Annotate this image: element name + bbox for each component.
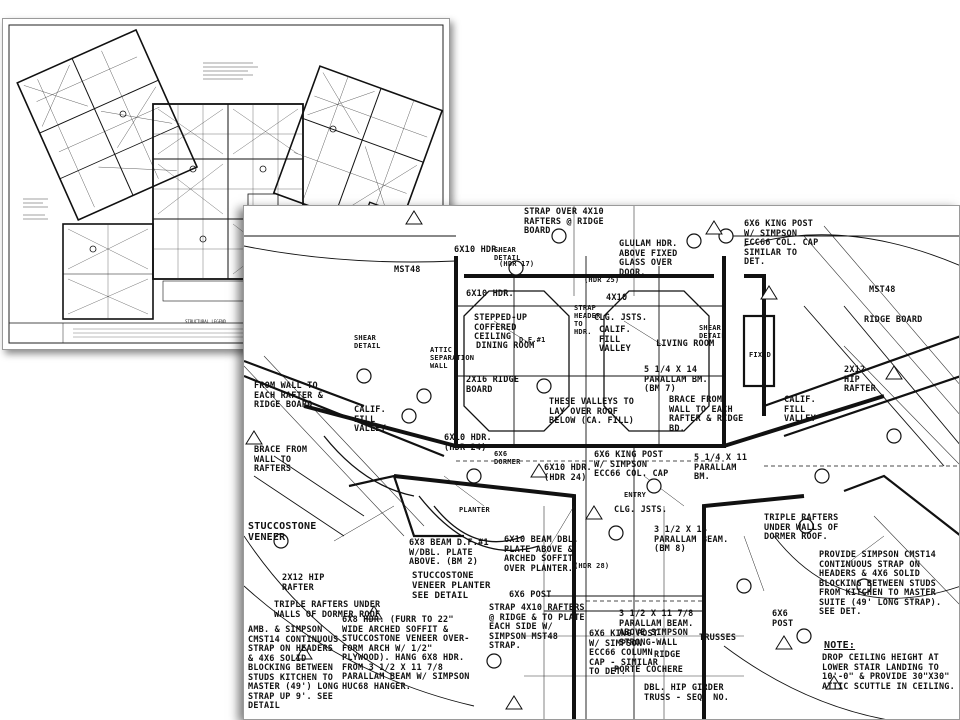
note-stuccostone-veneer-left: STUCCOSTONE VENEER <box>248 521 317 543</box>
note-6x6-dormer: 6x6 DORMER <box>494 450 521 466</box>
note-shear-detail-3: SHEAR DETAIL <box>354 334 381 350</box>
note-cmst14-strap-right: PROVIDE SIMPSON CMST14 CONTINUOUS STRAP … <box>819 550 942 617</box>
note-attic-separation: ATTIC SEPARATION WALL <box>430 346 475 370</box>
note-6x6-post: 6x6 POST <box>509 590 552 600</box>
note-stuccostone-planter: STUCCOSTONE VENEER PLANTER SEE DETAIL <box>412 571 491 601</box>
note-strap-4x10: STRAP 4x10 RAFTERS @ RIDGE & TO PLATE EA… <box>489 603 585 651</box>
note-ridge-board-right: RIDGE BOARD <box>864 315 923 325</box>
structural-legend-label: STRUCTURAL LEGEND <box>185 319 226 324</box>
note-calif-fill-left: CALIF. FILL VALLEY <box>354 405 386 434</box>
note-calif-fill-valley: CALIF. FILL VALLEY <box>599 325 631 354</box>
note-shear-detail-1: SHEAR DETAIL <box>494 246 521 262</box>
note-calif-fill-right: CALIF. FILL VALLEY <box>784 395 816 424</box>
note-glulam-hdr: GLULAM HDR. ABOVE FIXED GLASS OVER DOOR. <box>619 239 678 278</box>
note-clg-jsts: CLG. JSTS. <box>594 313 648 323</box>
note-parallam-bm7: 5 1/4 x 14 PARALLAM BM. (BM 7) <box>644 365 708 394</box>
note-triple-rafters-right: TRIPLE RAFTERS UNDER WALLS OF DORMER ROO… <box>764 513 839 542</box>
note-parallam-strongwall: 3 1/2 x 11 7/8 PARALLAM BEAM. ABOVE SIMP… <box>619 609 694 648</box>
framing-detail-sheet: 6x10 HDR. STEPPED-UP COFFERED CEILING DI… <box>243 205 960 720</box>
note-entry: ENTRY <box>624 491 647 499</box>
note-coffered-ceiling: STEPPED-UP COFFERED CEILING <box>474 313 528 342</box>
note-hip-rafter-left: 2x12 HIP RAFTER <box>282 573 325 593</box>
note-brace-rafters-left: BRACE FROM WALL TO RAFTERS <box>254 445 308 474</box>
note-valleys-over-roof: THESE VALLEYS TO LAY OVER ROOF BELOW (CA… <box>549 397 635 426</box>
note-dining-room: DINING ROOM <box>476 341 535 351</box>
note-parallam-5x11: 5 1/4 x 11 PARALLAM BM. <box>694 453 748 482</box>
framing-detail-drawing <box>244 206 959 719</box>
note-6x8-hdr-arched: 6x8 HDR. (FURR TO 22" WIDE ARCHED SOFFIT… <box>342 615 470 692</box>
note-triple-rafters-left: TRIPLE RAFTERS UNDER WALLS OF DORMER ROO… <box>274 600 381 620</box>
note-header-1: 6x10 HDR. <box>466 289 514 299</box>
note-trusses: TRUSSES <box>699 633 737 643</box>
overall-plan-sheet: STRUCTURAL LEGEND 2 <box>2 18 450 350</box>
note-6x10-beam: 6x10 BEAM DBL. PLATE ABOVE & ARCHED SOFF… <box>504 535 579 574</box>
note-6x10-hdr-24-left: 6x10 HDR. (HDR 24) <box>444 433 492 453</box>
note-king-post-top-right: 6x6 KING POST W/ SIMPSON ECC66 COL. CAP … <box>744 219 819 267</box>
note-planter: PLANTER <box>459 506 490 514</box>
note-header-top: 6x10 HDR. <box>454 245 502 255</box>
note-6x6-post-right: 6x6 POST <box>772 609 794 629</box>
note-4x10: 4x10 <box>606 293 628 303</box>
note-mst48-left: MST48 <box>394 265 421 275</box>
note-parallam-bm8: 3 1/2 x 14 PARALLAM BEAM. (BM 8) <box>654 525 729 554</box>
note-label: NOTE: <box>824 640 856 651</box>
note-6x10-hdr-24: 6x10 HDR. (HDR 24) <box>544 463 592 483</box>
note-cmst14-strap-left: AMB. & SIMPSON CMST14 CONTINUOUS STRAP O… <box>248 625 339 711</box>
note-ridge: RIDGE <box>654 650 681 660</box>
note-mst48-right: MST48 <box>869 285 896 295</box>
note-hdr-17: (HDR 17) <box>499 260 535 268</box>
note-df1: D.F.#1 <box>519 336 546 344</box>
note-hdr-25: (HDR 25) <box>584 276 620 284</box>
note-shear-detail-2: SHEAR DETAIL <box>699 324 726 340</box>
note-hip-girder-truss: DBL. HIP GIRDER TRUSS - SEQ. NO. <box>644 683 730 703</box>
note-living-room: LIVING ROOM <box>656 339 715 349</box>
note-strap-header: STRAP HEADER TO HDR. <box>574 304 601 336</box>
note-clg-jsts-2: CLG. JSTS. <box>614 505 668 515</box>
note-hdr-28: (HDR 28) <box>574 562 610 570</box>
note-drop-ceiling: DROP CEILING HEIGHT AT LOWER STAIR LANDI… <box>822 653 955 692</box>
note-6x8-beam: 6x8 BEAM D.F.#1 W/DBL. PLATE ABOVE. (BM … <box>409 538 489 567</box>
note-hip-rafter-right: 2x12 HIP RAFTER <box>844 365 876 394</box>
overall-framing-plan-drawing <box>8 24 444 344</box>
note-porte-cochere: PORTE COCHERE <box>614 665 684 675</box>
note-fixed: FIXED <box>749 351 772 359</box>
note-brace-wall-left: FROM WALL TO EACH RAFTER & RIDGE BOARD <box>254 381 324 410</box>
note-ridge-board: 2x16 RIDGE BOARD <box>466 375 520 395</box>
note-king-post-ecc66: 6x6 KING POST W/ SIMPSON ECC66 COL. CAP <box>594 450 669 479</box>
note-strap-over-rafters: STRAP OVER 4x10 RAFTERS @ RIDGE BOARD <box>524 207 604 236</box>
note-brace-from-wall: BRACE FROM WALL TO EACH RAFTER & RIDGE B… <box>669 395 744 434</box>
note-king-post-ecc66-bottom: 6x6 KING POST W/ SIMPSON ECC66 COLUMN CA… <box>589 629 659 677</box>
